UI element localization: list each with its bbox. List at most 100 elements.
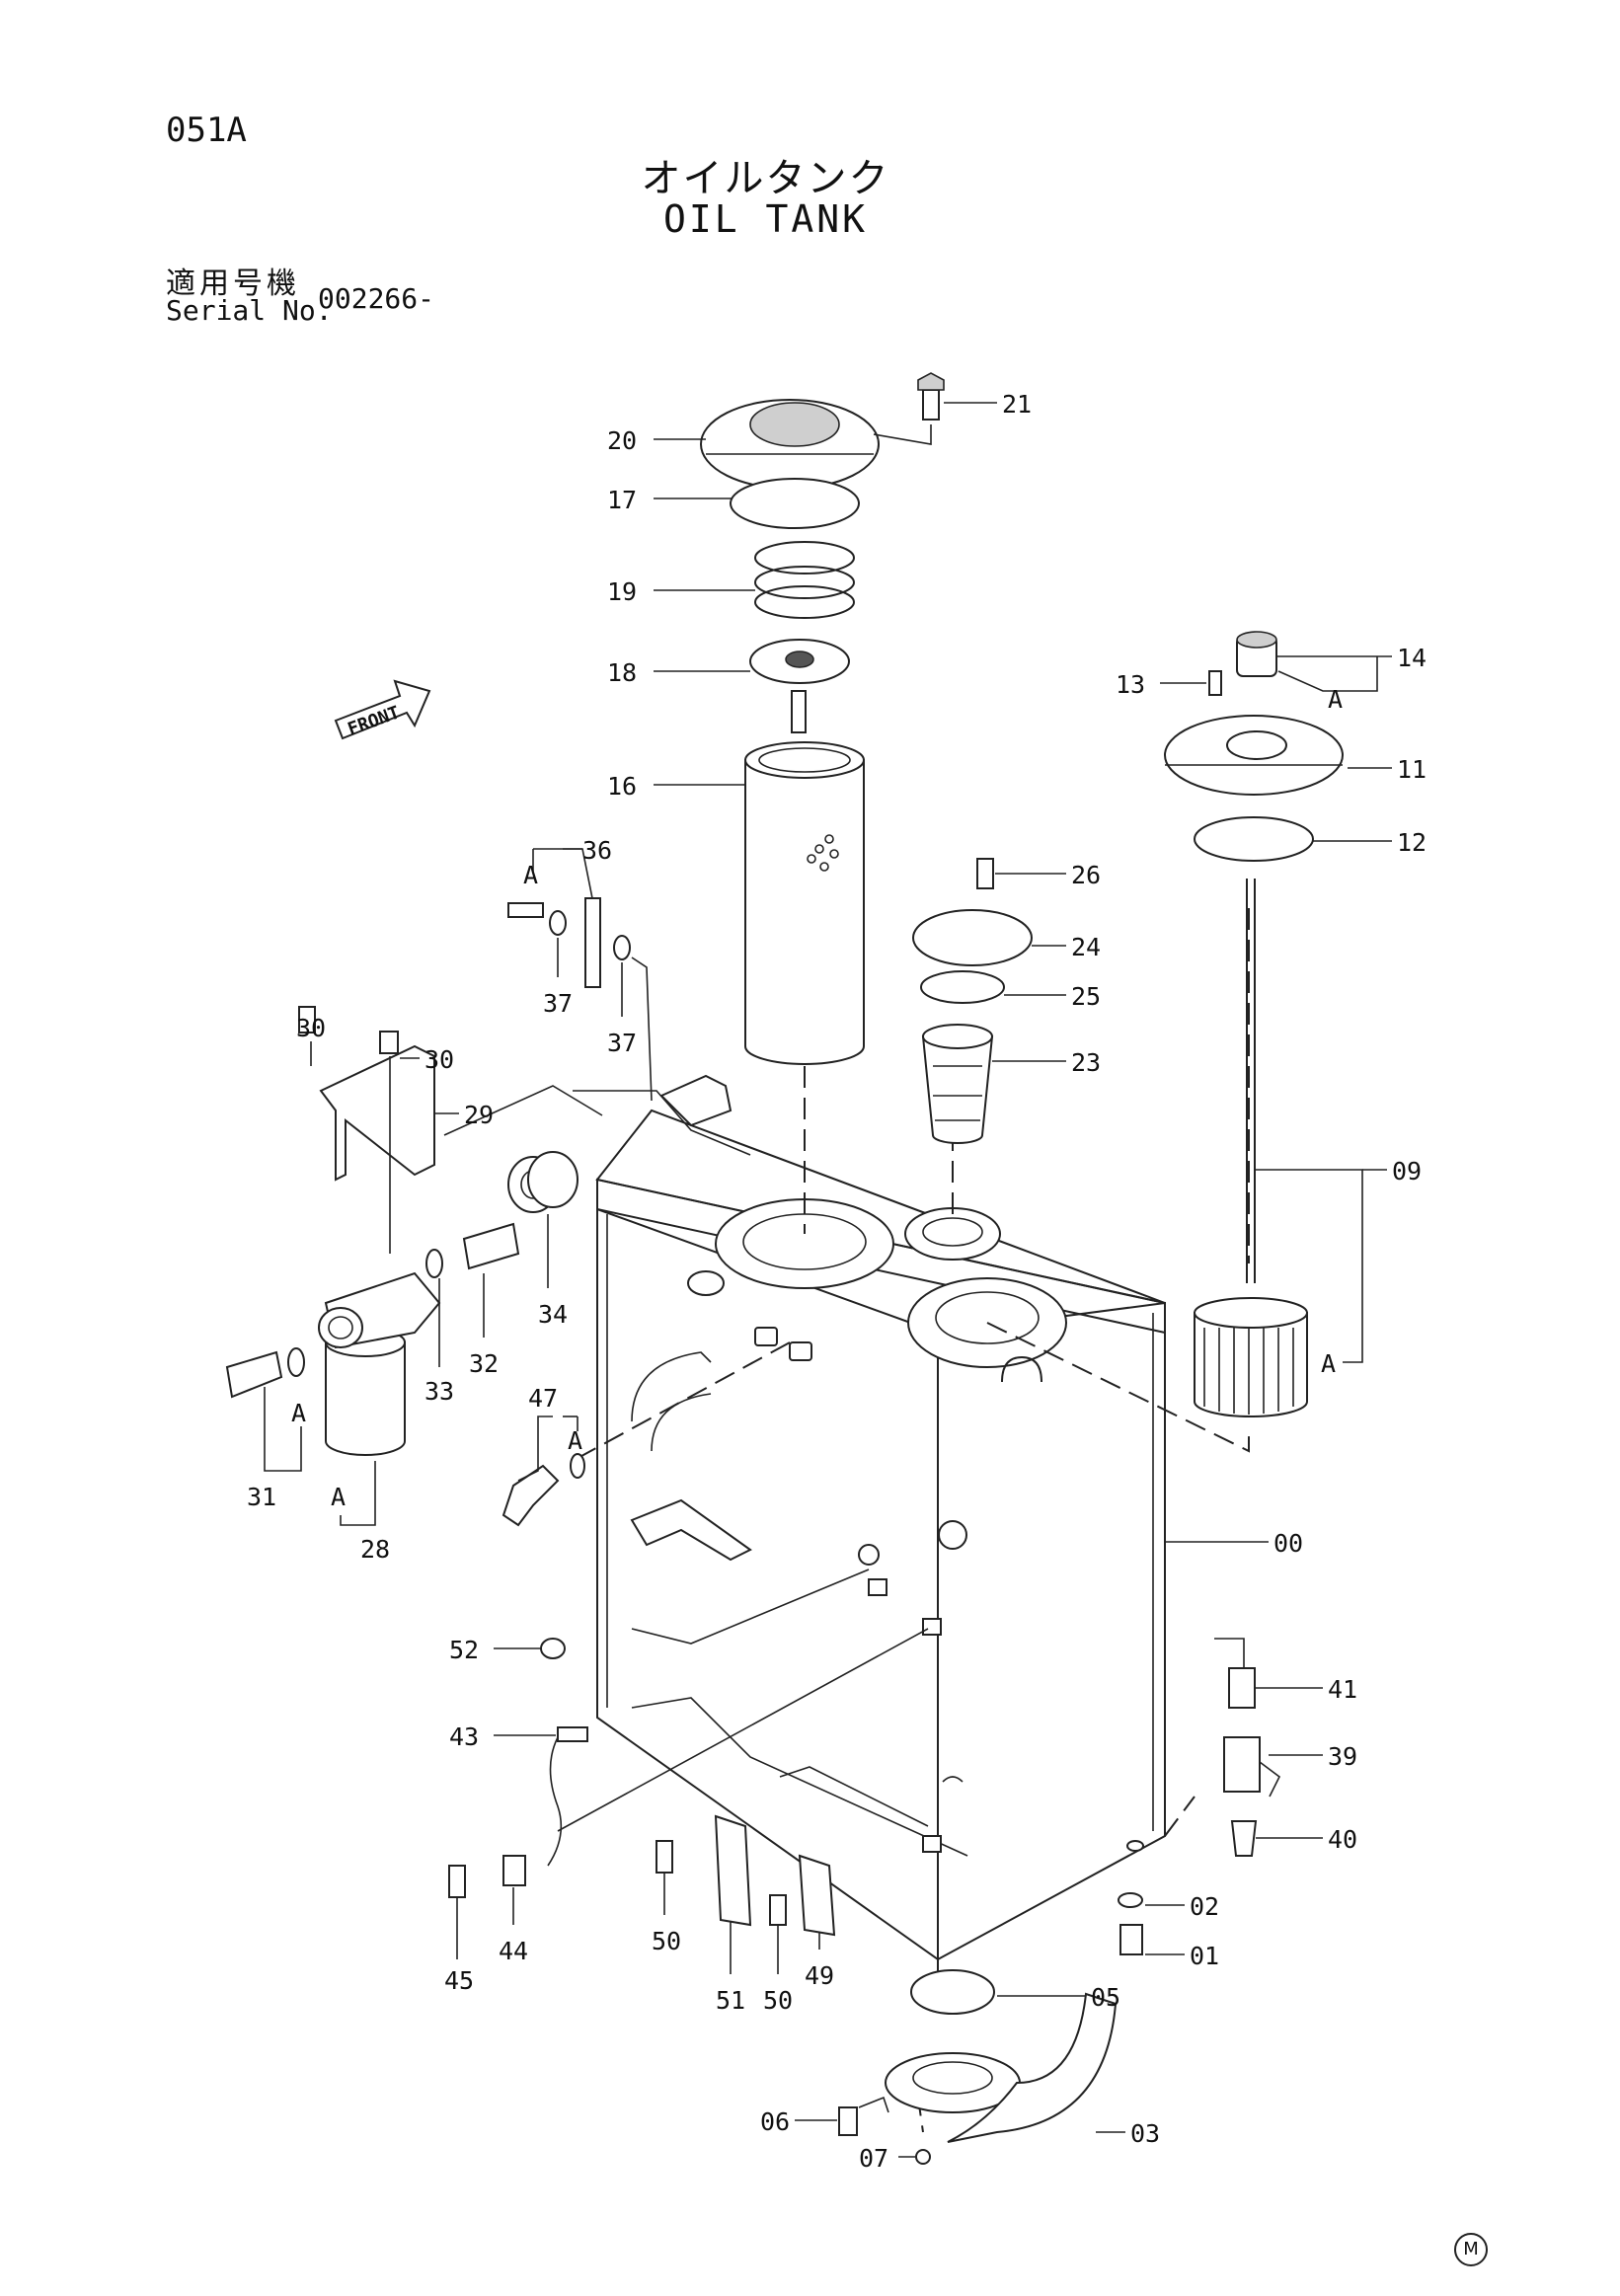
page-code: 051A bbox=[166, 111, 247, 150]
cover-24 bbox=[912, 909, 1033, 966]
clamp-44 bbox=[502, 1855, 526, 1886]
bolt-26 bbox=[976, 858, 994, 889]
bolt-30a bbox=[298, 1006, 316, 1033]
callout-09: 09 bbox=[1392, 1157, 1422, 1186]
callout-33: 33 bbox=[424, 1377, 454, 1406]
bracket-51 bbox=[714, 1814, 752, 1927]
sensor-43 bbox=[557, 1726, 588, 1742]
view-marker-a-47: A bbox=[568, 1426, 582, 1455]
callout-19: 19 bbox=[607, 577, 637, 606]
callout-50a: 50 bbox=[652, 1927, 681, 1955]
drain-and-outlet-parts bbox=[838, 1667, 1281, 2165]
callout-31: 31 bbox=[247, 1483, 276, 1511]
callout-12: 12 bbox=[1397, 828, 1427, 857]
bolt-30b bbox=[379, 1031, 399, 1054]
plug-01 bbox=[1119, 1924, 1143, 1955]
oil-tank-body bbox=[595, 1109, 1196, 1961]
screw-13 bbox=[1208, 670, 1222, 696]
strainer-cover-assembly bbox=[912, 858, 1033, 1144]
callout-24: 24 bbox=[1071, 933, 1101, 961]
bolt-45 bbox=[448, 1865, 466, 1898]
serial-number-value: 002266- bbox=[318, 282, 435, 315]
line-filter-assembly bbox=[225, 848, 733, 1456]
bracket-49 bbox=[798, 1854, 836, 1937]
view-marker-a-36: A bbox=[523, 861, 538, 889]
bolt-06 bbox=[838, 2106, 858, 2136]
callout-45: 45 bbox=[444, 1966, 474, 1995]
spring-19 bbox=[754, 541, 855, 574]
washer-37a bbox=[549, 910, 567, 936]
callout-30a: 30 bbox=[296, 1014, 326, 1042]
callout-36: 36 bbox=[582, 836, 612, 865]
callout-16: 16 bbox=[607, 772, 637, 801]
callout-06: 06 bbox=[760, 2107, 790, 2136]
callout-52: 52 bbox=[449, 1636, 479, 1664]
callout-21: 21 bbox=[1002, 390, 1032, 419]
callout-40: 40 bbox=[1328, 1825, 1357, 1854]
callout-37a: 37 bbox=[543, 989, 573, 1018]
callout-32: 32 bbox=[469, 1349, 499, 1378]
serial-label-english: Serial No. bbox=[166, 294, 333, 327]
strainer-23 bbox=[921, 1035, 994, 1144]
fitting-47 bbox=[501, 1464, 560, 1527]
ball-07 bbox=[915, 2149, 931, 2165]
callout-39: 39 bbox=[1328, 1742, 1357, 1771]
assembly-lines bbox=[443, 908, 1250, 2133]
callout-28: 28 bbox=[360, 1535, 390, 1564]
gasket-25 bbox=[920, 970, 1005, 1004]
callout-05: 05 bbox=[1091, 1983, 1120, 2012]
fitting-31 bbox=[225, 1350, 283, 1399]
callout-29: 29 bbox=[464, 1101, 494, 1129]
callout-43: 43 bbox=[449, 1722, 479, 1751]
callout-11: 11 bbox=[1397, 755, 1427, 784]
callout-25: 25 bbox=[1071, 982, 1101, 1011]
corner-mark: M bbox=[1454, 2233, 1488, 2266]
callouts-left: 20 17 19 18 16 36 A 37 37 30 30 29 33 32… bbox=[247, 426, 915, 2173]
bolt-36 bbox=[507, 902, 544, 918]
bolt-21 bbox=[922, 389, 940, 421]
callout-00: 00 bbox=[1273, 1529, 1303, 1558]
callout-41: 41 bbox=[1328, 1675, 1357, 1704]
view-marker-a-31: A bbox=[291, 1399, 306, 1427]
title-japanese: オイルタンク bbox=[641, 156, 890, 201]
plug-52 bbox=[540, 1638, 566, 1659]
callout-44: 44 bbox=[499, 1937, 528, 1965]
callout-03: 03 bbox=[1130, 2119, 1160, 2148]
callout-50b: 50 bbox=[763, 1986, 793, 2015]
washer-37b bbox=[613, 935, 631, 960]
callout-17: 17 bbox=[607, 486, 637, 514]
cap-40 bbox=[1230, 1820, 1258, 1857]
serial-label-japanese: 適用号機 bbox=[166, 267, 300, 301]
view-marker-a-09: A bbox=[1321, 1349, 1336, 1378]
level-gauge-assembly bbox=[1164, 631, 1344, 1417]
callout-51: 51 bbox=[716, 1986, 745, 2015]
callout-37b: 37 bbox=[607, 1029, 637, 1057]
oring-33 bbox=[425, 1249, 443, 1278]
callout-26: 26 bbox=[1071, 861, 1101, 889]
washer-02 bbox=[1118, 1892, 1143, 1908]
callout-34: 34 bbox=[538, 1300, 568, 1329]
coupler-39 bbox=[1223, 1736, 1261, 1793]
filter-element-16 bbox=[744, 759, 865, 1065]
callout-20: 20 bbox=[607, 426, 637, 455]
gasket-12 bbox=[1194, 816, 1314, 862]
view-marker-a-28: A bbox=[331, 1483, 346, 1511]
callout-14: 14 bbox=[1397, 644, 1427, 672]
valve-41 bbox=[1228, 1667, 1256, 1709]
title-english: OIL TANK bbox=[662, 197, 869, 241]
callout-30b: 30 bbox=[424, 1045, 454, 1074]
breather-cover-assembly bbox=[700, 372, 945, 1065]
plate-36 bbox=[584, 897, 601, 988]
filter-28 bbox=[325, 1341, 406, 1456]
callout-23: 23 bbox=[1071, 1048, 1101, 1077]
callout-07: 07 bbox=[859, 2144, 888, 2173]
bolt-50a bbox=[656, 1840, 673, 1874]
front-direction-arrow: FRONT bbox=[334, 679, 431, 740]
callout-13: 13 bbox=[1116, 670, 1145, 699]
adapter-32 bbox=[462, 1222, 520, 1270]
callout-02: 02 bbox=[1190, 1892, 1219, 1921]
callout-01: 01 bbox=[1190, 1942, 1219, 1970]
gasket-17 bbox=[730, 478, 860, 529]
bracket-29 bbox=[319, 1044, 435, 1182]
